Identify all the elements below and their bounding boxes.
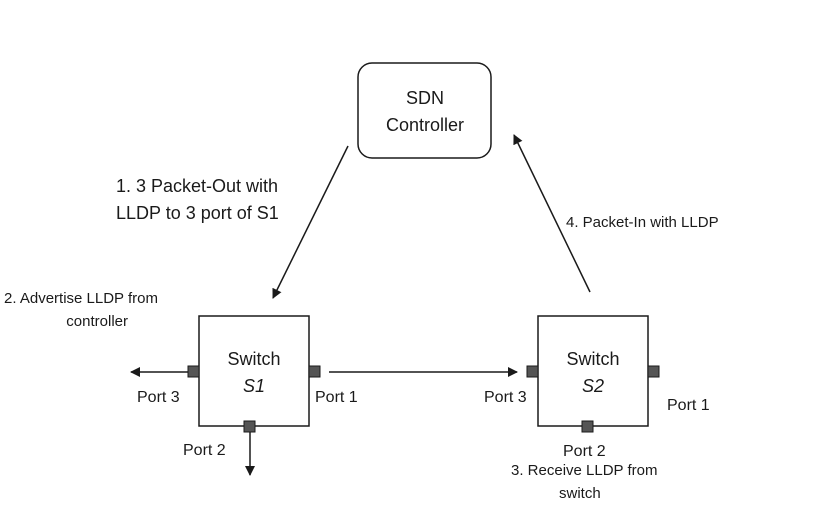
switch-s1-box bbox=[198, 315, 310, 427]
switch-s2-title: Switch bbox=[566, 349, 619, 369]
step1-annotation: 1. 3 Packet-Out with LLDP to 3 port of S… bbox=[116, 176, 279, 223]
switch-s2-box bbox=[537, 315, 649, 427]
arrow-s2-to-controller bbox=[513, 134, 591, 293]
controller-label-line2: Controller bbox=[386, 115, 464, 135]
switch-s1: Switch S1 Port 3 Port 1 Port 2 bbox=[137, 315, 358, 459]
switch-s2: Switch S2 Port 3 Port 1 Port 2 bbox=[484, 315, 710, 460]
step1-line2: LLDP to 3 port of S1 bbox=[116, 203, 279, 223]
s1-port2-label: Port 2 bbox=[183, 442, 226, 459]
s1-port1-label: Port 1 bbox=[315, 389, 358, 406]
s1-port3-label: Port 3 bbox=[137, 389, 180, 406]
sdn-controller: SDN Controller bbox=[357, 62, 492, 159]
step4-line1: 4. Packet-In with LLDP bbox=[566, 214, 719, 231]
step3-line1: 3. Receive LLDP from bbox=[511, 462, 657, 479]
step3-line2: switch bbox=[559, 485, 601, 502]
step2-line1: 2. Advertise LLDP from bbox=[4, 290, 158, 307]
switch-s1-id: S1 bbox=[243, 376, 265, 396]
step4-annotation: 4. Packet-In with LLDP bbox=[566, 214, 719, 231]
s1-port1-square bbox=[308, 365, 321, 378]
controller-box bbox=[357, 62, 492, 159]
step3-annotation: 3. Receive LLDP from switch bbox=[511, 462, 657, 502]
s1-port2-square bbox=[243, 420, 256, 433]
s2-port2-square bbox=[581, 420, 594, 433]
s2-port1-label: Port 1 bbox=[667, 397, 710, 414]
step2-line2: controller bbox=[66, 313, 128, 330]
arrow-controller-to-s1 bbox=[272, 145, 349, 299]
switch-s2-id: S2 bbox=[582, 376, 604, 396]
s2-port2-label: Port 2 bbox=[563, 443, 606, 460]
s2-port3-square bbox=[526, 365, 539, 378]
s1-port3-square bbox=[187, 365, 200, 378]
switch-s1-title: Switch bbox=[227, 349, 280, 369]
step2-annotation: 2. Advertise LLDP from controller bbox=[4, 290, 158, 330]
controller-label-line1: SDN bbox=[406, 88, 444, 108]
step1-line1: 1. 3 Packet-Out with bbox=[116, 176, 278, 196]
s2-port3-label: Port 3 bbox=[484, 389, 527, 406]
s2-port1-square bbox=[647, 365, 660, 378]
